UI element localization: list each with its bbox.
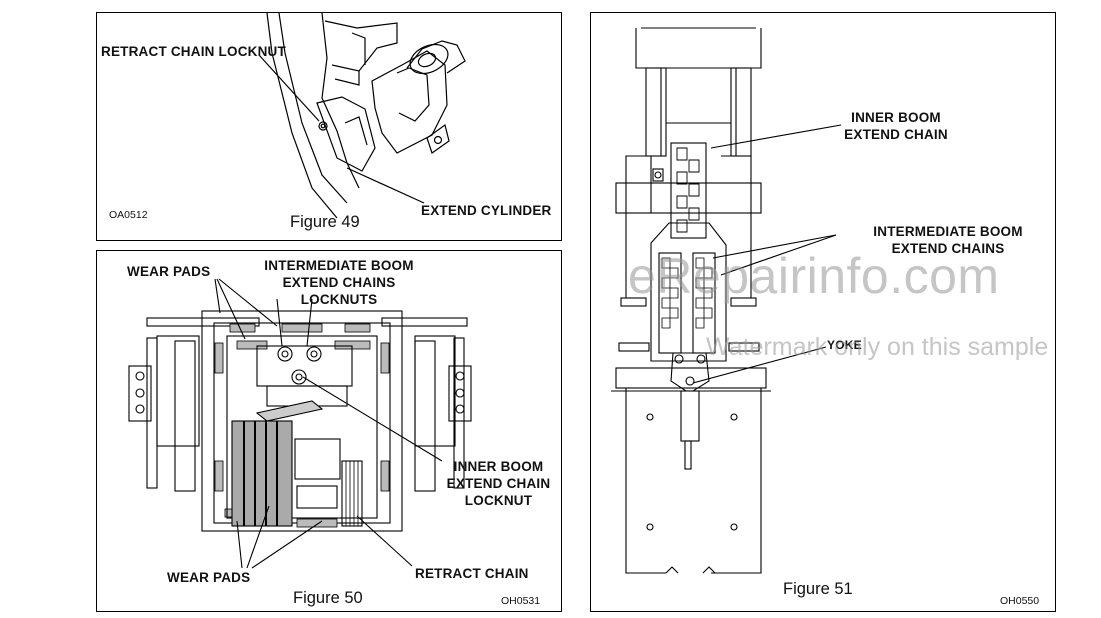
intermediate-boom-locknuts-label: INTERMEDIATE BOOM EXTEND CHAINS LOCKNUTS — [259, 257, 419, 308]
inner-boom-extend-chain-label: INNER BOOM EXTEND CHAIN — [826, 109, 966, 143]
yoke-label: YOKE — [827, 338, 862, 352]
watermark-main: eRepairinfo.com — [628, 248, 1000, 304]
inner-label-line-2: EXTEND CHAIN — [446, 476, 551, 491]
watermark-sub: Watermark only on this sample — [706, 333, 1049, 361]
f51-intermediate-label-line-2: EXTEND CHAINS — [891, 241, 1005, 256]
intermediate-label-line-3: LOCKNUTS — [300, 292, 378, 307]
intermediate-label-line-1: INTERMEDIATE BOOM — [264, 258, 414, 273]
figure-49-drawing — [258, 12, 466, 219]
figure-49-panel: RETRACT CHAIN LOCKNUT EXTEND CYLINDER OA… — [96, 12, 562, 241]
f51-intermediate-label-line-1: INTERMEDIATE BOOM — [873, 224, 1023, 239]
figure-50-panel: WEAR PADS INTERMEDIATE BOOM EXTEND CHAIN… — [96, 250, 562, 612]
wear-pads-top-label: WEAR PADS — [127, 264, 211, 279]
figure-49-code: OA0512 — [109, 209, 148, 221]
inner-label-line-1: INNER BOOM — [453, 459, 544, 474]
figure-50-caption: Figure 50 — [293, 589, 363, 607]
figure-51-panel: INNER BOOM EXTEND CHAIN INTERMEDIATE BOO… — [590, 12, 1056, 612]
figure-50-drawing — [128, 278, 472, 569]
inner-boom-locknut-label: INNER BOOM EXTEND CHAIN LOCKNUT — [441, 458, 556, 509]
inner-label-line-3: LOCKNUT — [464, 493, 533, 508]
figure-51-caption: Figure 51 — [783, 580, 853, 598]
figure-51-drawing — [611, 27, 842, 574]
f51-inner-label-line-1: INNER BOOM — [851, 110, 941, 125]
f51-inner-label-line-2: EXTEND CHAIN — [844, 127, 948, 142]
intermediate-boom-extend-chains-label: INTERMEDIATE BOOM EXTEND CHAINS — [853, 223, 1043, 257]
intermediate-label-line-2: EXTEND CHAINS — [282, 275, 396, 290]
retract-chain-locknut-label: RETRACT CHAIN LOCKNUT — [101, 44, 286, 59]
figure-49-caption: Figure 49 — [290, 213, 360, 231]
extend-cylinder-label: EXTEND CYLINDER — [421, 203, 552, 218]
figure-51-code: OH0550 — [1000, 595, 1040, 607]
retract-chain-label: RETRACT CHAIN — [415, 566, 529, 581]
wear-pads-bottom-label: WEAR PADS — [167, 570, 251, 585]
figure-50-code: OH0531 — [501, 595, 541, 607]
